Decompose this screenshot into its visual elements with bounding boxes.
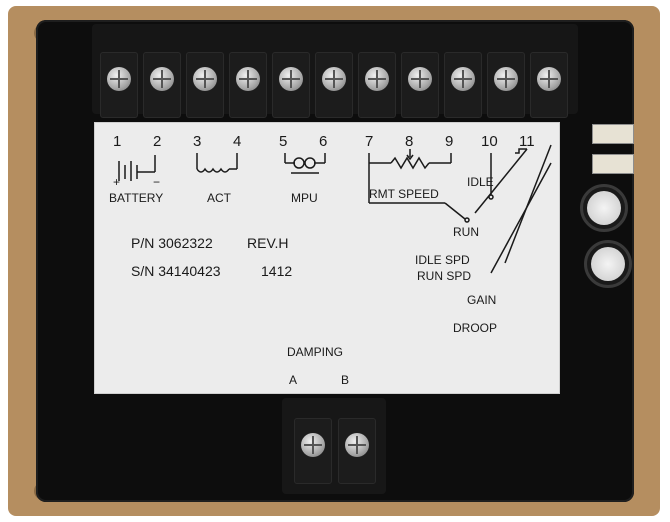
damping-b-label: B xyxy=(341,373,350,387)
revision: REV.H xyxy=(247,235,289,251)
run-spd-trim-pot[interactable] xyxy=(592,154,634,174)
droop-dial[interactable] xyxy=(584,240,632,288)
idle-spd-label: IDLE SPD xyxy=(415,253,470,267)
terminal-8[interactable] xyxy=(401,52,439,118)
screw-terminal-icon[interactable] xyxy=(365,67,389,91)
idle-spd-trim-pot[interactable] xyxy=(592,124,634,144)
damping-terminal-strip xyxy=(282,398,386,494)
damping-terminal-a[interactable] xyxy=(294,418,332,484)
screw-terminal-icon[interactable] xyxy=(322,67,346,91)
pickup-symbol-icon xyxy=(284,153,326,174)
terminal-number-7: 7 xyxy=(365,133,374,150)
label-panel: 1 2 3 4 5 6 7 8 9 10 11 + − BATTERY ACT … xyxy=(94,122,560,394)
date-code: 1412 xyxy=(261,263,293,279)
potentiometer-symbol-icon xyxy=(368,144,552,274)
terminal-number-3: 3 xyxy=(193,133,202,150)
terminal-4[interactable] xyxy=(229,52,267,118)
screw-terminal-icon[interactable] xyxy=(107,67,131,91)
trim-pot-dial-icon[interactable] xyxy=(591,247,625,281)
battery-symbol-icon xyxy=(118,155,156,181)
serial-number: S/N 34140423 xyxy=(131,263,221,279)
screw-terminal-icon[interactable] xyxy=(279,67,303,91)
battery-minus-sign: − xyxy=(153,175,161,189)
act-label: ACT xyxy=(207,191,231,205)
terminal-number-1: 1 xyxy=(113,133,122,150)
run-spd-label: RUN SPD xyxy=(417,269,472,283)
screw-terminal-icon[interactable] xyxy=(345,433,369,457)
terminal-6[interactable] xyxy=(315,52,353,118)
terminal-number-4: 4 xyxy=(233,133,242,150)
damping-a-label: A xyxy=(289,373,298,387)
battery-plus-sign: + xyxy=(113,175,121,189)
battery-label: BATTERY xyxy=(109,191,164,205)
screw-terminal-icon[interactable] xyxy=(193,67,217,91)
terminal-5[interactable] xyxy=(272,52,310,118)
damping-terminal-b[interactable] xyxy=(338,418,376,484)
wiring-symbols xyxy=(118,144,552,274)
terminal-number-8: 8 xyxy=(405,133,414,150)
trim-pot-dial-icon[interactable] xyxy=(587,191,621,225)
gain-dial[interactable] xyxy=(580,184,628,232)
part-number: P/N 3062322 xyxy=(131,235,213,251)
terminal-number-2: 2 xyxy=(153,133,162,150)
droop-label: DROOP xyxy=(453,321,498,335)
terminal-2[interactable] xyxy=(143,52,181,118)
gain-label: GAIN xyxy=(467,293,497,307)
terminal-number-9: 9 xyxy=(445,133,454,150)
idle-label: IDLE xyxy=(467,175,494,189)
terminal-number-5: 5 xyxy=(279,133,288,150)
screw-terminal-icon[interactable] xyxy=(537,67,561,91)
terminal-7[interactable] xyxy=(358,52,396,118)
rmt-speed-label: RMT SPEED xyxy=(369,187,439,201)
run-label: RUN xyxy=(453,225,479,239)
screw-terminal-icon[interactable] xyxy=(236,67,260,91)
screw-terminal-icon[interactable] xyxy=(451,67,475,91)
terminal-number-11: 11 xyxy=(519,133,535,150)
screw-terminal-icon[interactable] xyxy=(150,67,174,91)
actuator-coil-icon xyxy=(196,153,238,173)
mpu-label: MPU xyxy=(291,191,318,205)
terminal-11[interactable] xyxy=(530,52,568,118)
terminal-number-6: 6 xyxy=(319,133,328,150)
terminal-9[interactable] xyxy=(444,52,482,118)
terminal-3[interactable] xyxy=(186,52,224,118)
terminal-strip xyxy=(92,24,578,118)
terminal-10[interactable] xyxy=(487,52,525,118)
terminal-number-10: 10 xyxy=(481,133,498,150)
damping-title: DAMPING xyxy=(287,345,344,359)
screw-terminal-icon[interactable] xyxy=(408,67,432,91)
screw-terminal-icon[interactable] xyxy=(301,433,325,457)
terminal-1[interactable] xyxy=(100,52,138,118)
screw-terminal-icon[interactable] xyxy=(494,67,518,91)
